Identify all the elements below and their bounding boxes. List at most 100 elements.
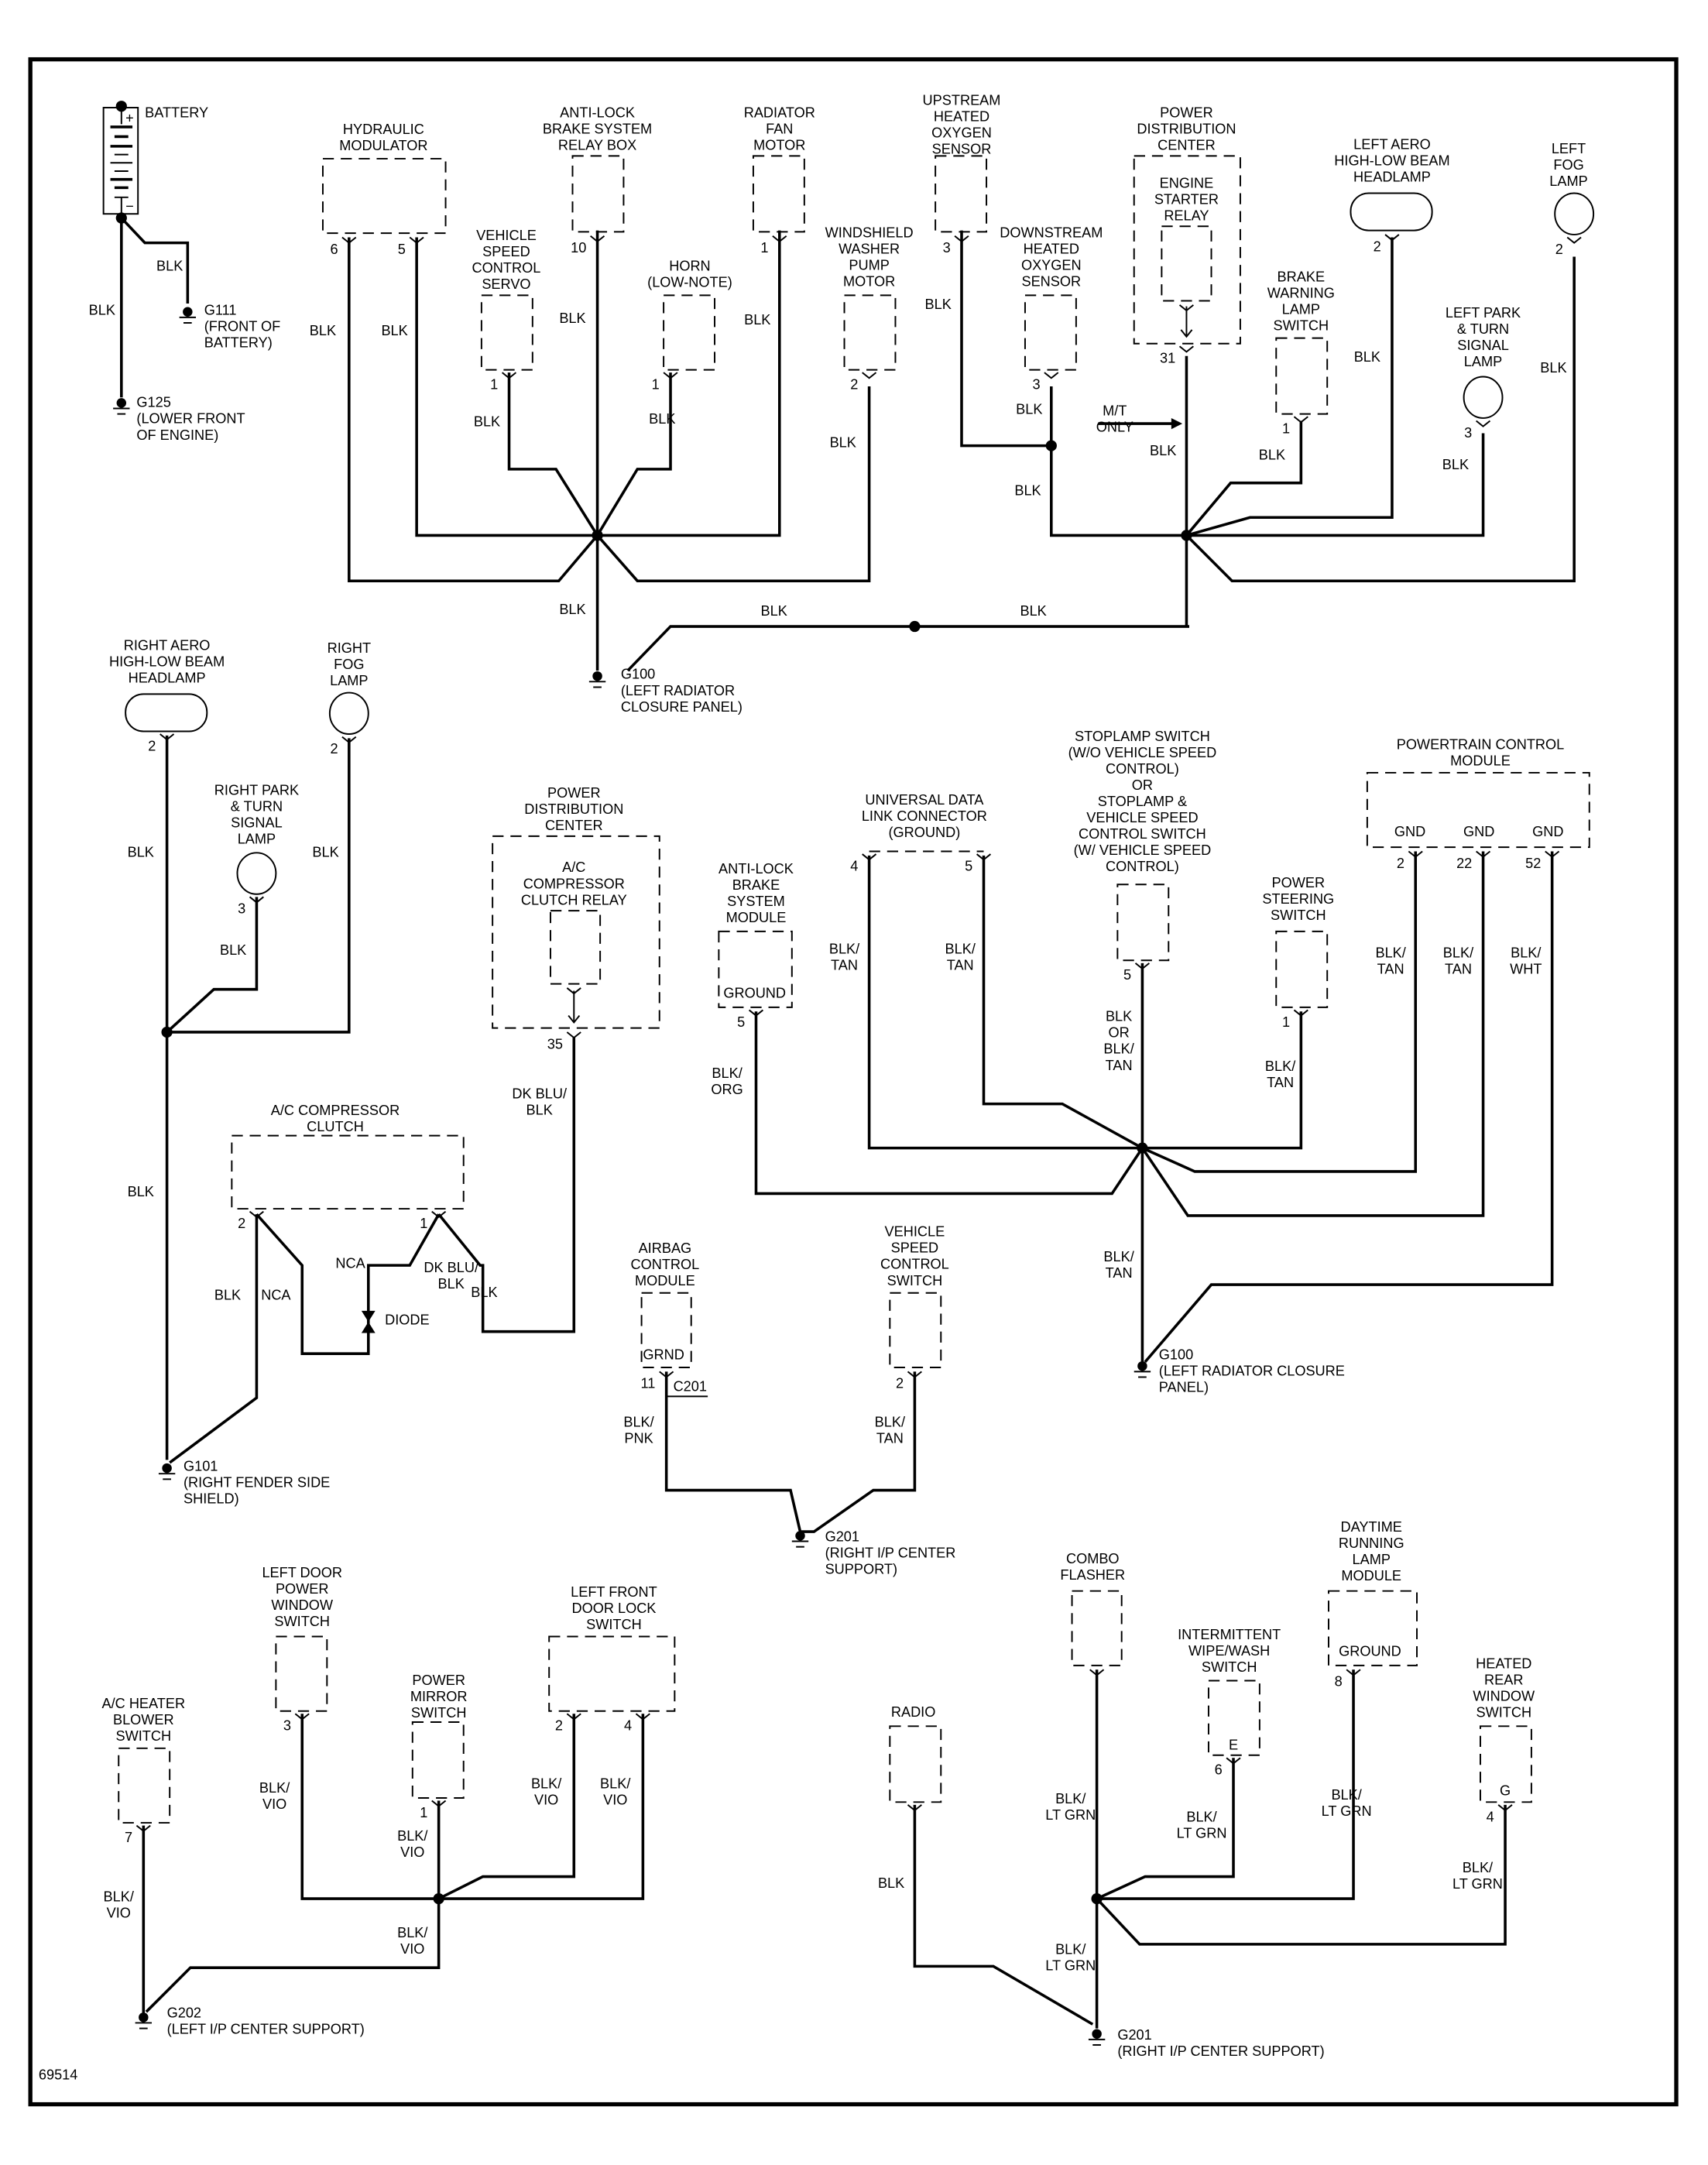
pin-receptacle-icon xyxy=(1545,850,1560,858)
pin-receptacle-icon xyxy=(1044,372,1059,379)
mt-only-note: ONLY xyxy=(1096,419,1134,434)
diode-label: DIODE xyxy=(385,1312,430,1328)
ground-icon xyxy=(791,1531,809,1548)
splice-dot xyxy=(1045,440,1057,451)
combo-flasher-box xyxy=(1071,1590,1123,1666)
ac-compressor-clutch-pin-number: 1 xyxy=(420,1216,427,1231)
wire-color-label: BLK/ xyxy=(397,1925,428,1940)
wire-color-label: BLK xyxy=(214,1288,241,1303)
pcm-box xyxy=(1366,771,1590,849)
pin-receptacle-icon xyxy=(566,1713,581,1721)
right-fog-lamp-title: FOG xyxy=(334,657,364,672)
wire-color-label: VIO xyxy=(534,1793,558,1808)
brake-warning-switch-box xyxy=(1275,337,1329,415)
mt-only-note: M/T xyxy=(1103,403,1127,418)
wire-color-label: BLK/ xyxy=(1511,945,1542,961)
wire-color-label: TAN xyxy=(1445,962,1472,977)
heated-rear-window-switch-pin-number: 4 xyxy=(1487,1809,1494,1824)
abs-module-title: MODULE xyxy=(726,910,787,925)
wire-color-label: BLK xyxy=(381,323,407,338)
pin-receptacle-icon xyxy=(159,733,175,741)
ground-G100-a-label: (LEFT RADIATOR xyxy=(621,683,735,698)
left-aero-headlamp-pin-number: 2 xyxy=(1374,238,1381,254)
power-distribution-center-top-title: DISTRIBUTION xyxy=(1137,121,1236,136)
wire-color-label: BLK xyxy=(526,1103,553,1118)
wire-color-label: ORG xyxy=(711,1082,743,1097)
pin-receptacle-icon xyxy=(566,987,581,995)
wire-color-label: BLK xyxy=(438,1276,465,1292)
hydraulic-modulator-pin-number: 6 xyxy=(330,242,338,257)
power-distribution-center-top-title: CENTER xyxy=(1158,138,1216,153)
wire-color-label: BLK/ xyxy=(1055,1941,1086,1957)
vehicle-speed-control-switch-title: SWITCH xyxy=(887,1273,943,1288)
ac-compressor-clutch-title: CLUTCH xyxy=(307,1119,364,1134)
wire-color-label: BLK/ xyxy=(1186,1809,1217,1824)
upstream-heated-oxygen-sensor-title: SENSOR xyxy=(932,142,992,157)
ground-icon xyxy=(179,307,197,324)
left-door-power-window-switch-title: LEFT DOOR xyxy=(262,1565,342,1580)
power-steering-switch-title: SWITCH xyxy=(1271,908,1326,923)
wire-color-label: BLK xyxy=(128,845,154,860)
splice-dot xyxy=(909,620,921,633)
wipe-wash-switch-box xyxy=(1207,1680,1260,1756)
hydraulic-modulator-title: HYDRAULIC xyxy=(343,122,424,137)
splice-dot xyxy=(592,530,603,541)
vehicle-speed-control-servo-box xyxy=(480,294,533,371)
wire-color-label: BLK xyxy=(310,323,336,338)
power-mirror-switch-title: SWITCH xyxy=(411,1705,467,1721)
pin-receptacle-icon xyxy=(862,372,877,379)
vehicle-speed-control-servo-title: VEHICLE xyxy=(476,228,537,243)
pin-receptacle-icon xyxy=(907,1371,922,1378)
ground-G125-label: (LOWER FRONT xyxy=(136,411,245,427)
ground-G100-b-label: PANEL) xyxy=(1159,1379,1209,1395)
pin-receptacle-icon xyxy=(635,1713,650,1721)
ground-G201-a-label: G201 xyxy=(825,1529,859,1545)
airbag-module-box xyxy=(640,1292,692,1368)
wire-color-label: LT GRN xyxy=(1045,1807,1096,1823)
intermittent-wipe-wash-switch-title: INTERMITTENT xyxy=(1178,1627,1281,1642)
engine-starter-relay-box xyxy=(1161,225,1212,302)
wire-color-label: BLK/ xyxy=(259,1780,290,1796)
stoplamp-switch-pin-number: 5 xyxy=(1123,967,1131,983)
wire-color-label: OR xyxy=(1109,1025,1130,1041)
wire-color-label: BLK xyxy=(1150,443,1176,458)
top-right-splice-wires xyxy=(960,230,1576,627)
pin-receptacle-icon xyxy=(1089,1669,1105,1676)
diagram-frame xyxy=(28,57,1679,2107)
daytime-running-lamp-module-title: MODULE xyxy=(1341,1568,1401,1583)
horn-low-note-title: HORN xyxy=(669,258,710,273)
daytime-running-lamp-module-inner-label: GROUND xyxy=(1339,1643,1401,1659)
wire-color-label: VIO xyxy=(400,1844,424,1860)
ground-symbols xyxy=(113,307,1151,2046)
vsc-switch-box xyxy=(889,1292,942,1368)
pin-receptacle-icon xyxy=(409,236,424,244)
splice-dot xyxy=(1181,530,1192,541)
windshield-washer-pump-motor-title: MOTOR xyxy=(843,274,895,290)
wire-color-label: BLK xyxy=(878,1875,904,1891)
ground-G125-label: OF ENGINE) xyxy=(136,427,218,443)
pin-receptacle-icon xyxy=(590,235,605,243)
powertrain-control-module-pin-number: 2 xyxy=(1397,856,1404,871)
abs-relay-box-title: ANTI-LOCK xyxy=(560,105,635,120)
wire-color-label: BLK xyxy=(559,311,585,326)
wire-color-label: DK BLU/ xyxy=(512,1086,568,1101)
splice-dot xyxy=(1091,1892,1103,1905)
ground-G201-b-label: (RIGHT I/P CENTER SUPPORT) xyxy=(1117,2043,1324,2059)
right-park-turn-lamp-title: RIGHT PARK xyxy=(214,782,299,798)
radiator-fan-motor-title: MOTOR xyxy=(753,138,805,153)
right-aero-headlamp-title: HEADLAMP xyxy=(129,670,206,685)
universal-data-link-connector-title: (GROUND) xyxy=(888,825,960,840)
vehicle-speed-control-switch-title: VEHICLE xyxy=(885,1224,945,1240)
intermittent-wipe-wash-switch-title: SWITCH xyxy=(1202,1659,1257,1675)
left-front-door-lock-switch-title: LEFT FRONT xyxy=(571,1584,657,1600)
left-door-window-switch-box xyxy=(275,1635,328,1712)
engine-starter-relay-title: RELAY xyxy=(1164,208,1209,223)
wire-color-label: BLK xyxy=(649,411,675,427)
radiator-fan-motor-title: RADIATOR xyxy=(744,105,815,120)
pin-receptacle-icon xyxy=(502,372,517,379)
hydraulic-modulator-title: MODULATOR xyxy=(339,138,427,153)
pdc-top-box xyxy=(1133,155,1241,345)
ground-G201-a-label: (RIGHT I/P CENTER xyxy=(825,1546,956,1561)
pin-receptacle-icon xyxy=(431,1210,447,1219)
